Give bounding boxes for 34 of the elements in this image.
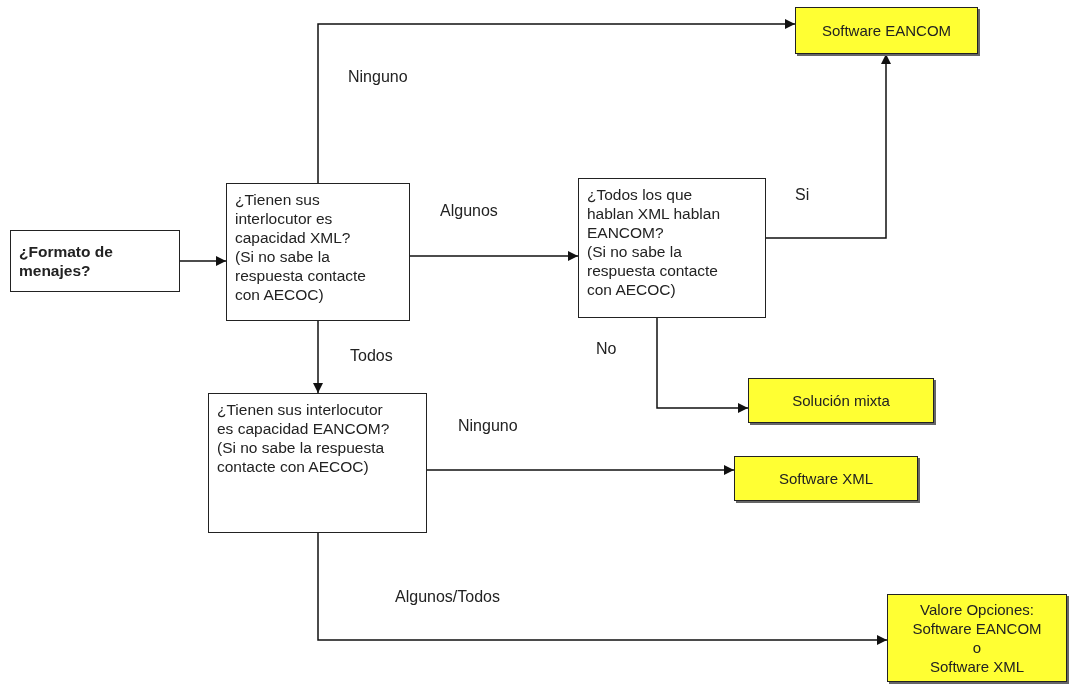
edge-label: Algunos/Todos <box>395 588 500 606</box>
question-box <box>208 393 427 533</box>
arrow <box>765 53 891 239</box>
arrow <box>426 465 735 475</box>
arrow <box>656 317 749 413</box>
arrow <box>317 19 796 184</box>
node-text: (Si no sabe la respuesta contacte con AECOC) <box>235 247 367 304</box>
node-text: Software XML <box>928 657 1026 676</box>
question-box <box>226 183 410 321</box>
node-text: Software EANCOM <box>820 21 953 40</box>
result-box <box>795 7 978 54</box>
result-box <box>734 456 918 501</box>
question-box <box>578 178 766 318</box>
arrow <box>179 256 227 266</box>
node-text: Solución mixta <box>791 391 891 410</box>
node-text: ¿Todos los que hablan XML hablan EANCOM? <box>587 185 721 242</box>
node-text: o <box>971 638 983 657</box>
arrow <box>317 532 888 645</box>
node-text: ¿Tienen sus interlocutor es capacidad XML? <box>235 190 352 247</box>
node-text: ¿Formato de menajes? <box>19 242 114 280</box>
node-text: (Si no sabe la respuesta contacte con AECOC) <box>217 438 386 476</box>
arrow <box>409 251 579 261</box>
result-box <box>748 378 934 423</box>
node-text: Valore Opciones: <box>919 600 1035 619</box>
node-text: Software XML <box>777 469 875 488</box>
edge-label: Ninguno <box>348 68 408 86</box>
edge-label: Ninguno <box>458 417 518 435</box>
question-box <box>10 230 180 292</box>
node-text: ¿Tienen sus interlocutor es capacidad EANCOM? <box>217 400 391 438</box>
edge-label: Algunos <box>440 202 498 220</box>
result-box <box>887 594 1067 682</box>
arrow <box>313 320 323 394</box>
node-text: (Si no sabe la respuesta contacte con AECOC) <box>587 242 719 299</box>
node-text: Software EANCOM <box>911 619 1043 638</box>
